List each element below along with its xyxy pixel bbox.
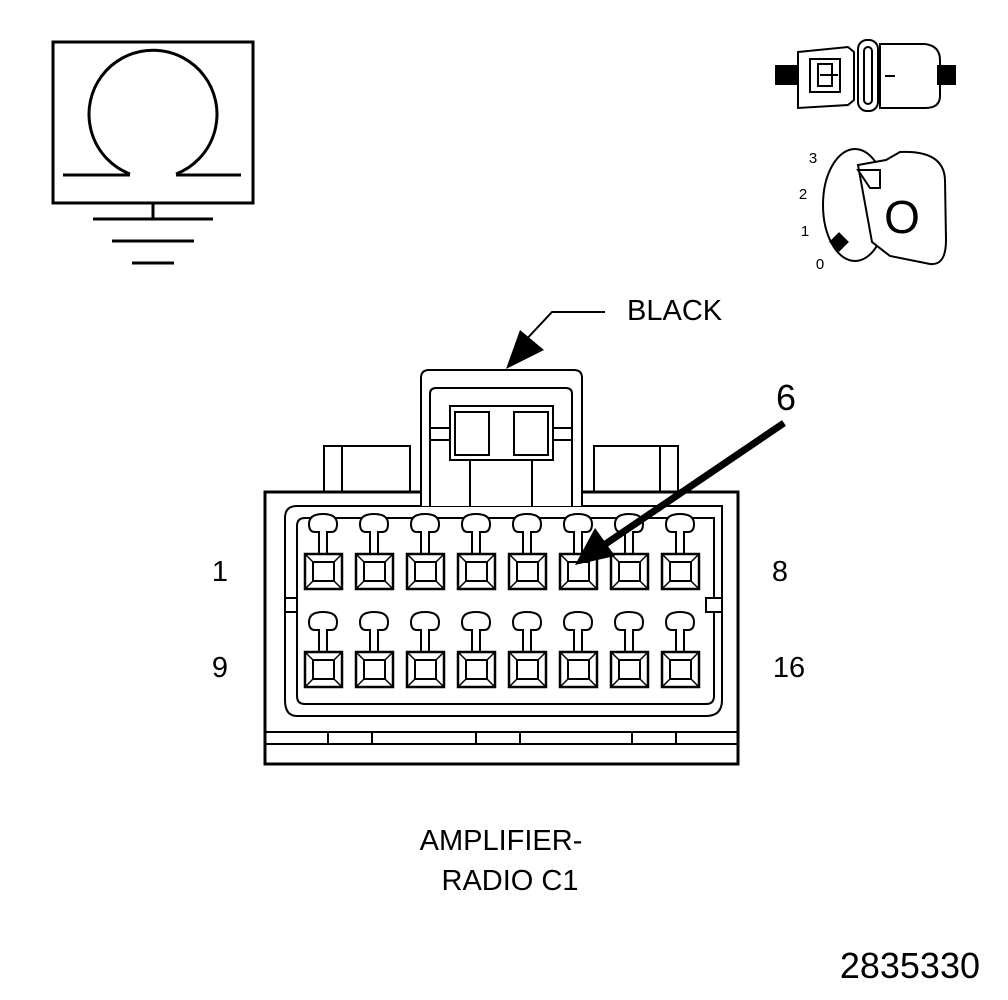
- pin-cavity-10: [354, 610, 395, 689]
- pin-cavity-5: [507, 512, 548, 591]
- pin-cavity-15: [609, 610, 650, 689]
- ignition-position-3: 3: [809, 150, 817, 167]
- pin-label-8: 8: [772, 556, 788, 588]
- pin-cavity-9: [303, 610, 344, 689]
- ignition-position-2: 2: [799, 186, 807, 203]
- pin-cavity-14: [558, 610, 599, 689]
- pin-cavity-2: [354, 512, 395, 591]
- pin-cavity-16: [660, 610, 701, 689]
- ignition-position-1: 1: [801, 223, 809, 240]
- pin-cavity-13: [507, 610, 548, 689]
- figure-number: 2835330: [840, 945, 980, 986]
- pin-label-1: 1: [212, 556, 228, 588]
- pin-cavity-12: [456, 610, 497, 689]
- pin-label-9: 9: [212, 652, 228, 684]
- pin-cavity-3: [405, 512, 446, 591]
- ohmmeter-ground-icon: [51, 40, 255, 265]
- color-callout: BLACK: [506, 295, 723, 369]
- connector-disconnected-icon: [775, 39, 956, 112]
- pin-label-16: 16: [773, 652, 805, 684]
- connector-title-line1: AMPLIFIER-: [420, 825, 583, 857]
- ignition-key-label: O: [884, 191, 920, 243]
- pin-cavity-11: [405, 610, 446, 689]
- pin-callout-arrow: 6: [575, 377, 796, 565]
- callout-pin-number: 6: [776, 377, 796, 418]
- pin-cavity-4: [456, 512, 497, 591]
- ignition-key-off-icon: O 3 2 1 0: [799, 148, 948, 273]
- pin-cavity-1: [303, 512, 344, 591]
- pin-cavity-8: [660, 512, 701, 591]
- connector-color-label: BLACK: [627, 295, 723, 327]
- ignition-position-0: 0: [816, 256, 824, 273]
- connector-title-line2: RADIO C1: [442, 865, 579, 897]
- pin-cavities: [303, 512, 701, 689]
